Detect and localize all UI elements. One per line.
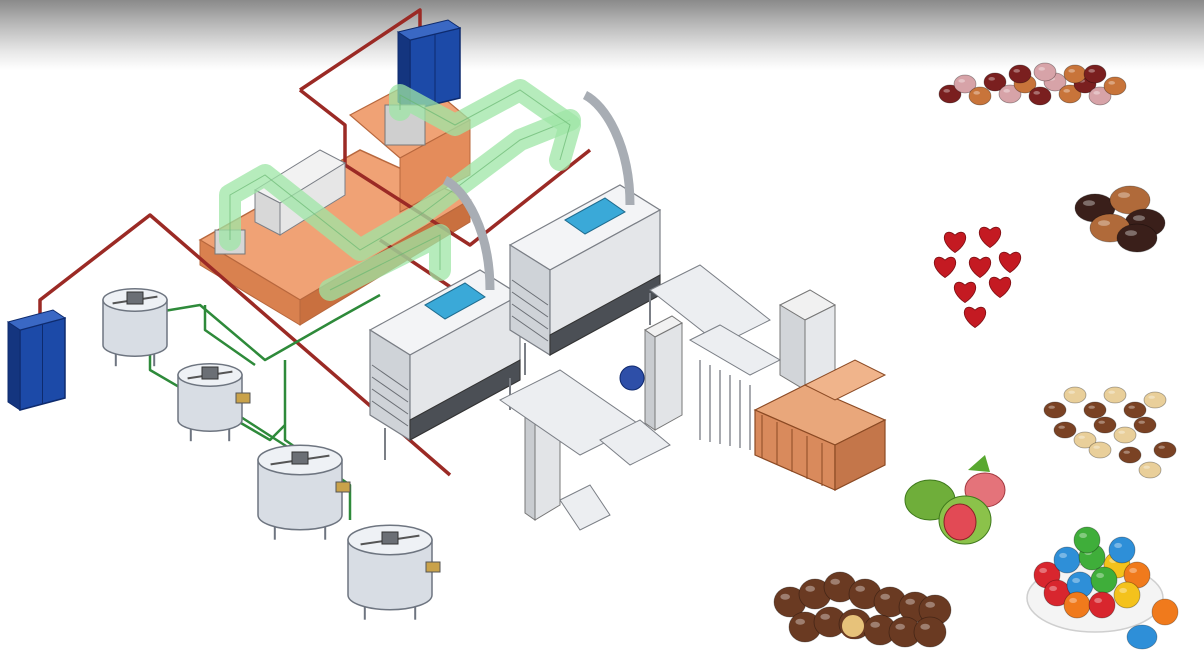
equipment-layer xyxy=(6,19,887,620)
matcha-strawberry-coated-icon xyxy=(904,455,1006,545)
chocolate-almonds-peanuts-icon xyxy=(1043,386,1177,479)
colored-candy-balls-icon xyxy=(1026,526,1179,650)
red-heart-candies-icon xyxy=(934,226,1021,329)
collection-box-icon xyxy=(753,359,887,491)
coating-pan-machine-icon xyxy=(508,90,662,375)
control-cabinet-icon xyxy=(396,19,462,111)
top-gradient-band xyxy=(0,0,1204,70)
air-duct xyxy=(319,224,451,301)
air-duct xyxy=(389,79,581,171)
control-cabinet-icon xyxy=(6,309,67,411)
air-duct xyxy=(219,109,581,261)
vibrating-conveyor-icon xyxy=(499,264,782,531)
products-layer xyxy=(773,62,1179,650)
chocolate-holding-tank-icon xyxy=(347,524,441,620)
chocolate-melting-tank-icon xyxy=(102,288,168,367)
coating-pan-machine-icon xyxy=(368,175,522,460)
chocolate-melting-tank-icon xyxy=(177,363,251,442)
mixed-coated-nuts-icon xyxy=(938,62,1127,106)
chocolate-malt-balls-icon xyxy=(773,571,952,648)
chocolate-holding-tank-icon xyxy=(257,444,351,540)
chocolate-pecans-icon xyxy=(1074,185,1166,253)
